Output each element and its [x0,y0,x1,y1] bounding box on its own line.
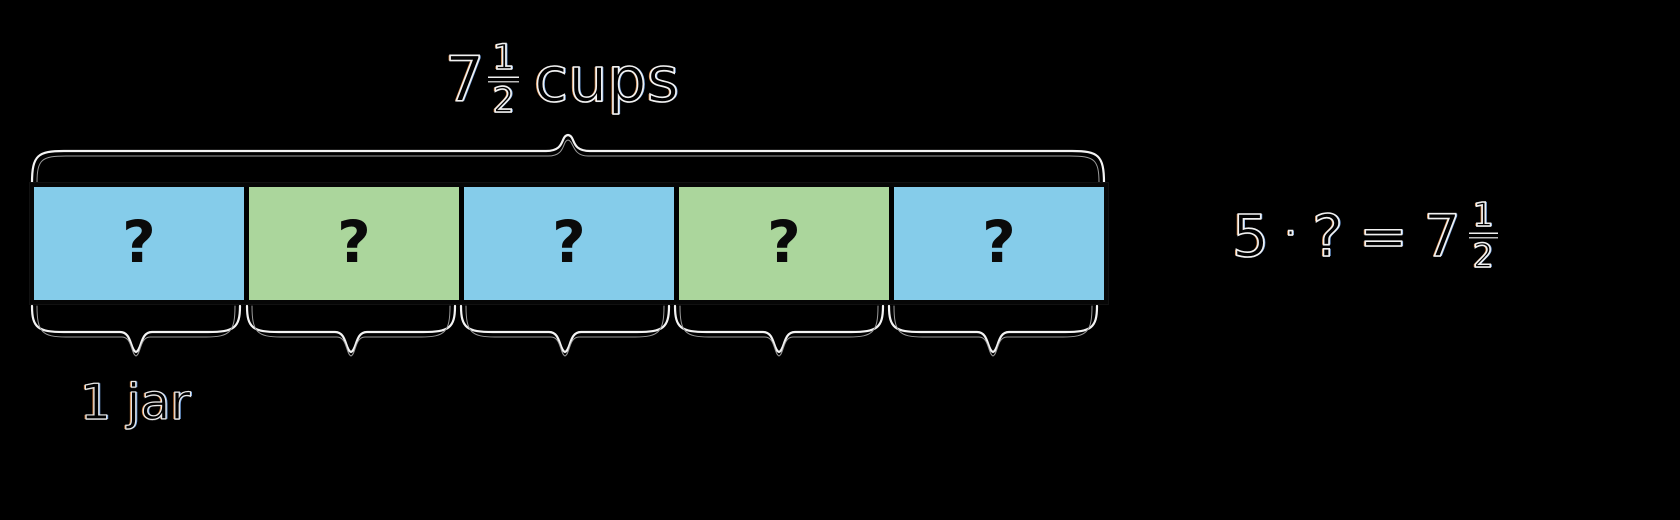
multiplication-dot-icon: · [1284,212,1297,254]
total-brace [28,133,1108,185]
unit-brace-5 [885,302,1101,358]
bar-cell-5-value: ? [982,207,1016,276]
unit-brace-1 [28,302,244,358]
bar-cell-3[interactable]: ? [464,187,679,300]
bar-cell-2-value: ? [337,207,371,276]
unit-brace-2 [243,302,459,358]
equation-result-denominator: 2 [1472,237,1494,276]
bar-cell-4[interactable]: ? [679,187,894,300]
unit-brace-4 [671,302,887,358]
bar-cell-2[interactable]: ? [249,187,464,300]
equation-result-fraction-bar [1468,234,1498,238]
bar-cell-4-value: ? [767,207,801,276]
title-whole-number: 7 [444,42,485,116]
total-amount-label: 7 1 2 cups [444,38,680,122]
equation-unknown: ? [1312,201,1344,270]
equation-left-factor: 5 [1231,201,1270,270]
equation: 5 · ? = 7 1 2 [1231,196,1498,276]
bar-cell-5[interactable]: ? [894,187,1104,300]
unit-label: 1 jar [79,374,191,431]
bar-cell-3-value: ? [552,207,586,276]
bar-model: ? ? ? ? ? [30,183,1108,304]
equation-result-fraction: 1 2 [1468,196,1498,276]
title-unit: cups [533,42,680,116]
title-fraction-bar [488,78,520,82]
title-fraction: 1 2 [488,38,520,122]
bar-cell-1[interactable]: ? [34,187,249,300]
unit-brace-3 [457,302,673,358]
bar-cell-1-value: ? [122,207,156,276]
equation-result-numerator: 1 [1472,196,1494,234]
equation-result-whole: 7 [1423,201,1462,270]
title-fraction-numerator: 1 [492,38,516,78]
equals-sign: = [1358,201,1408,270]
title-fraction-denominator: 2 [492,81,516,122]
